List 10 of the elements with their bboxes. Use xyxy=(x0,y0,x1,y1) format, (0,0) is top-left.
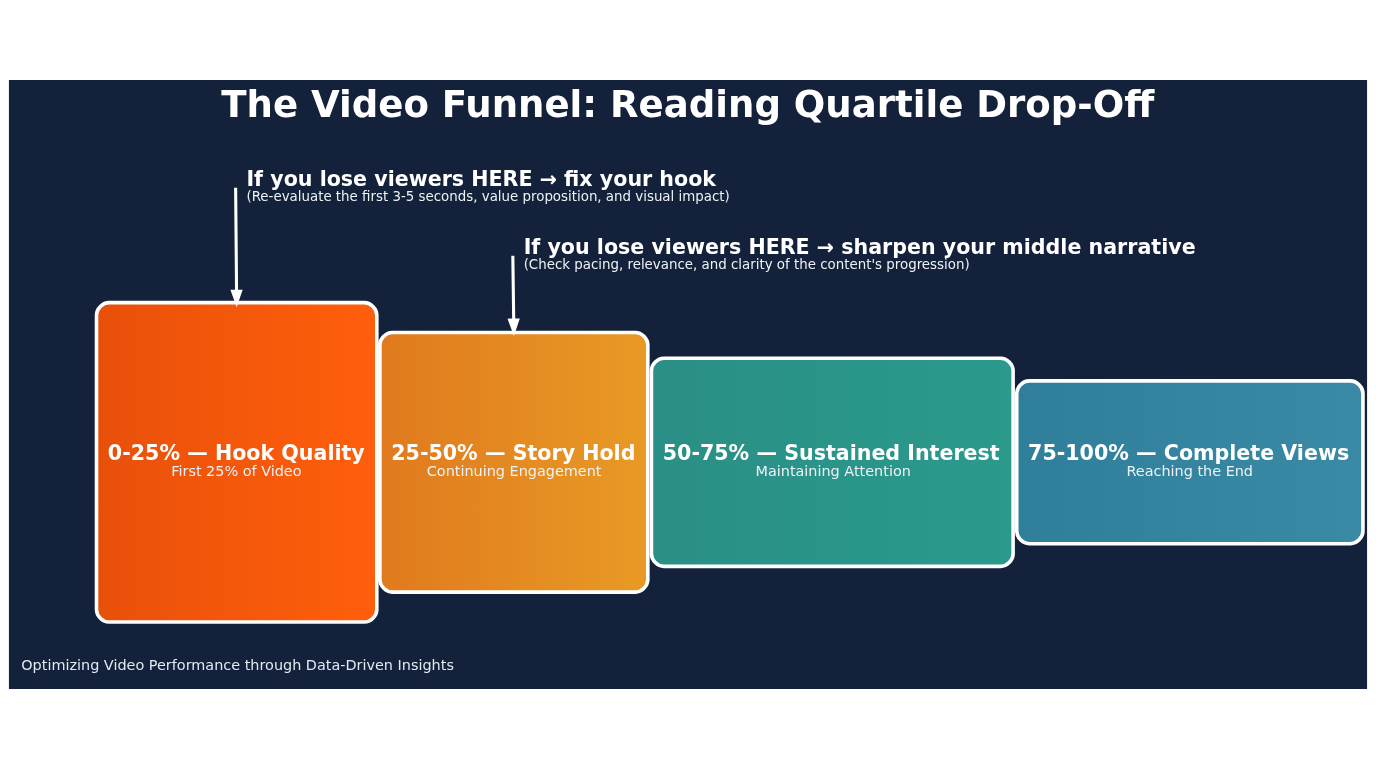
arrow xyxy=(507,255,520,336)
node-text: If you lose viewers HERE → fix your hook (Re-evaluate the first 3-5 seconds, value proposition, and visual impact) xyxy=(246,166,730,204)
node-text: If you lose viewers HERE → sharpen your middle narrative (Check pacing, relevance, and clarity of the content's progression) xyxy=(523,234,1196,272)
node-box: 50-75% — Sustained Interest Maintaining Attention xyxy=(649,355,1015,568)
node-box: 75-100% — Complete Views Reaching the End xyxy=(1014,378,1365,545)
node-box: 0-25% — Hook Quality First 25% of Video xyxy=(94,300,379,624)
node-box: 25-50% — Story Hold Continuing Engagement xyxy=(378,330,650,594)
diagram-title: The Video Funnel: Reading Quartile Drop-Off xyxy=(221,82,1155,126)
arrow xyxy=(230,187,243,307)
label: Optimizing Video Performance through Data-Driven Insights xyxy=(21,656,454,673)
